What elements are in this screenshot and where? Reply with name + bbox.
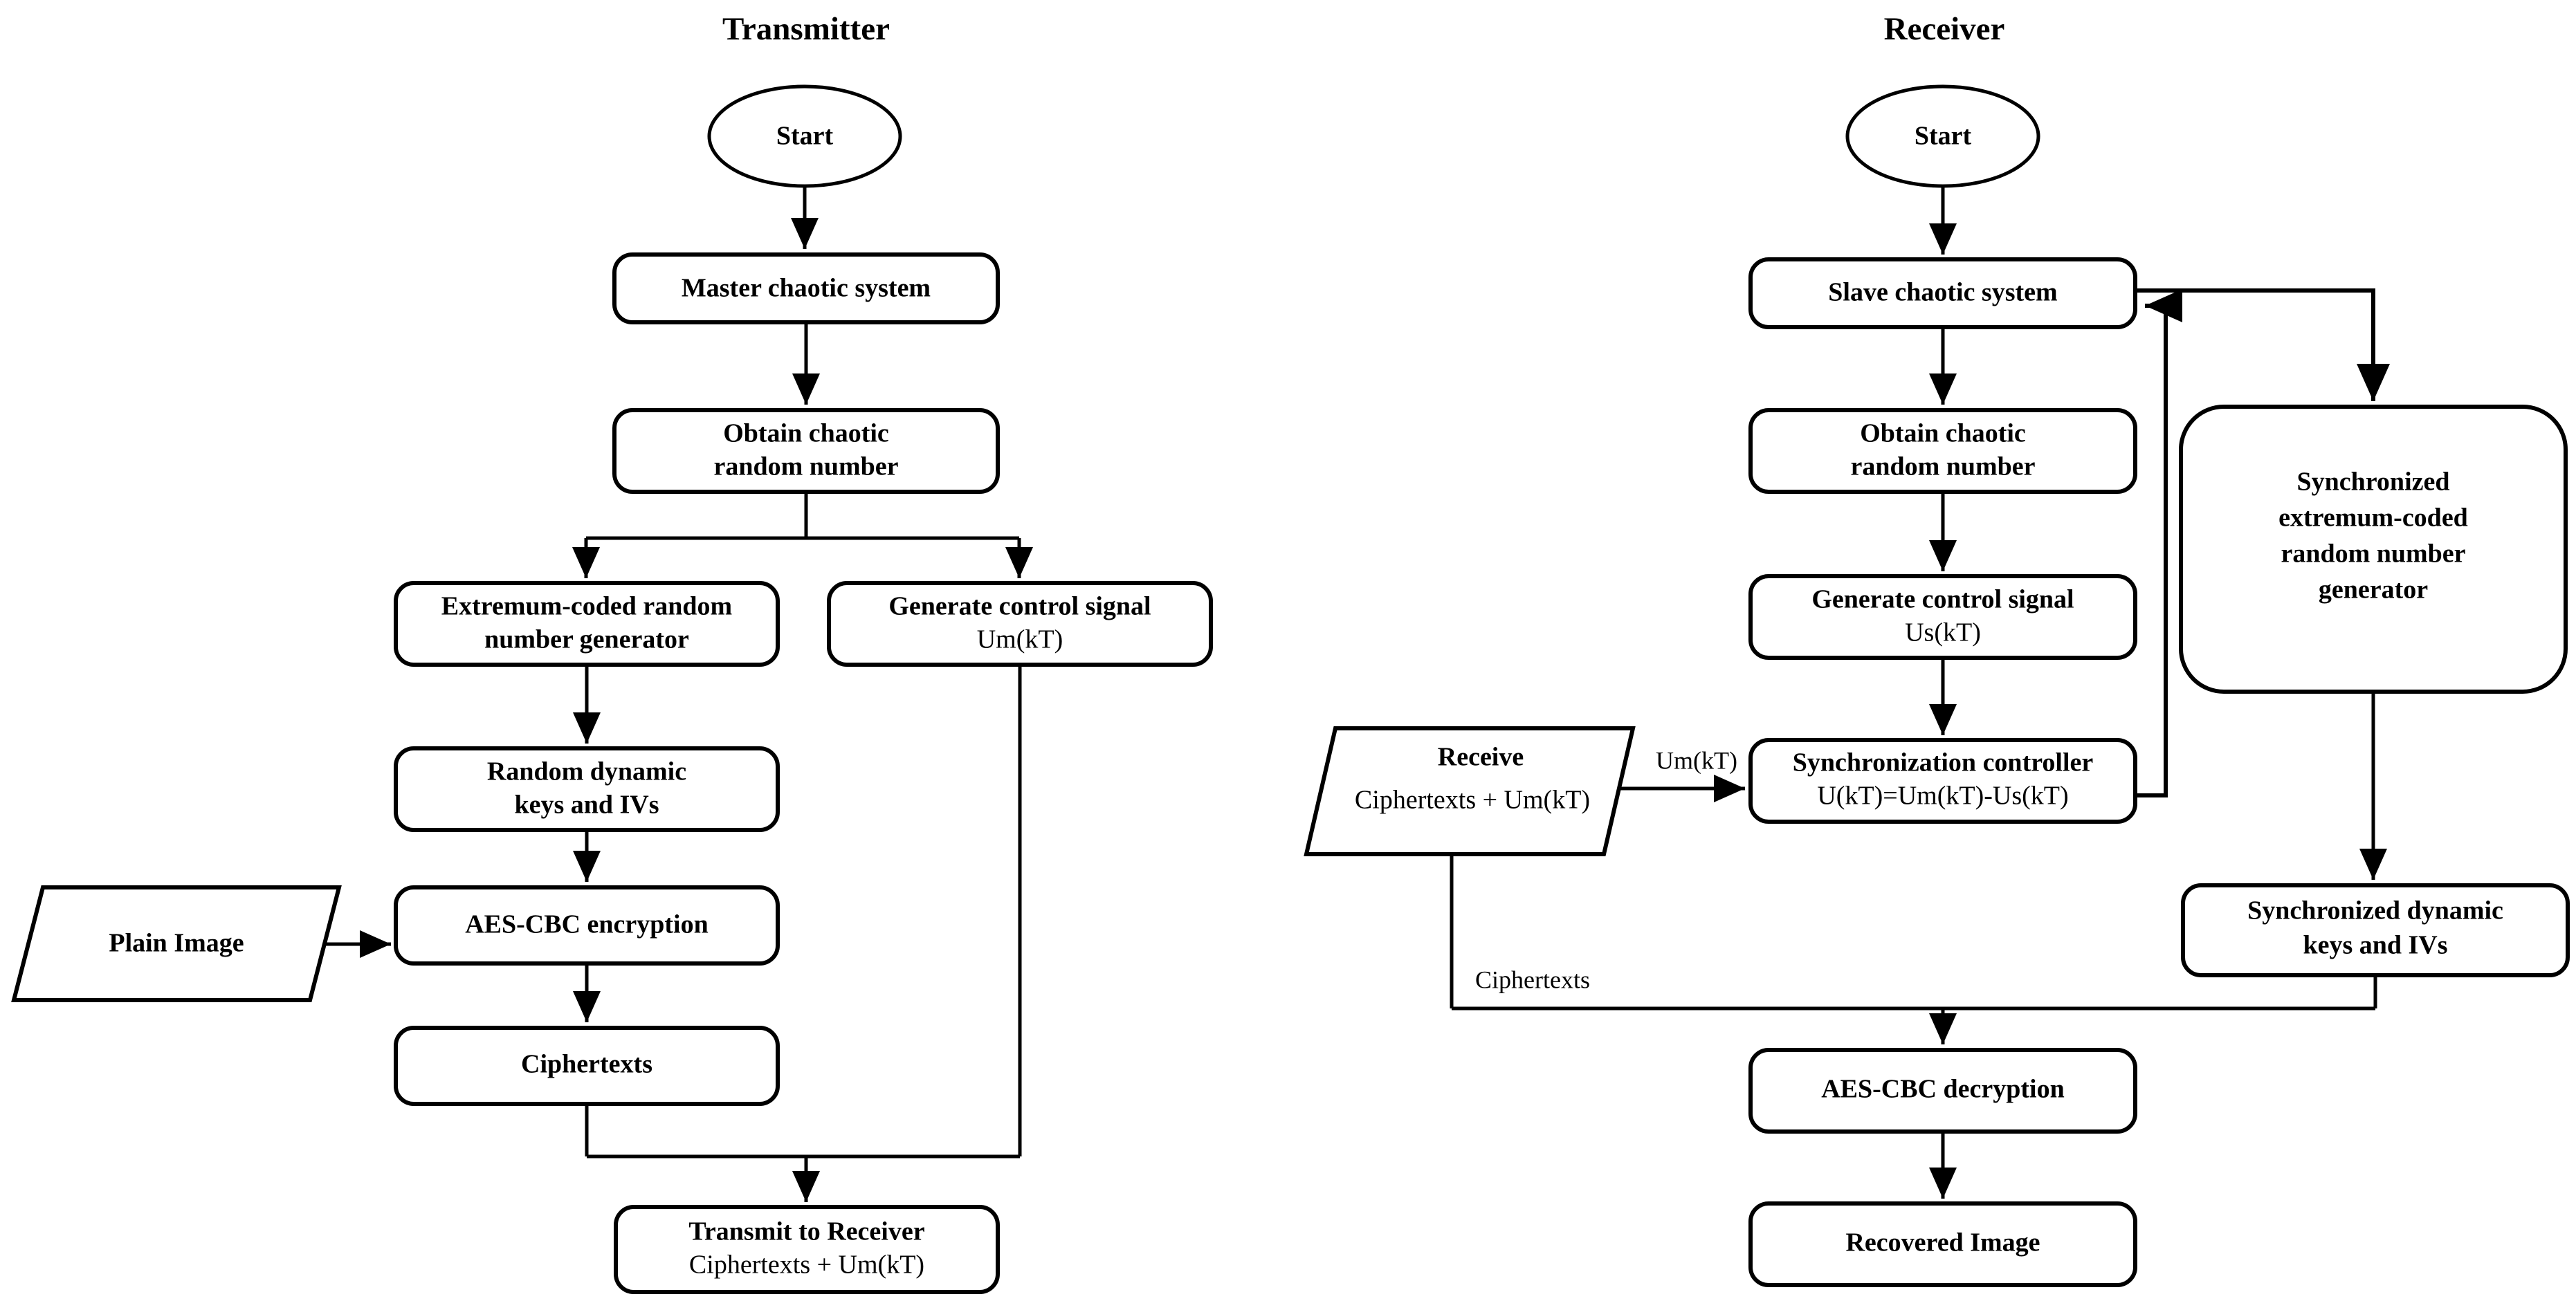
- node-transmit-to-receiver: [614, 1205, 1000, 1294]
- node-obtain-chaotic-tx-line1: Obtain chaotic: [723, 419, 889, 448]
- node-receive-line2: Ciphertexts + Um(kT): [1355, 786, 1590, 815]
- node-control-signal-tx-line1: Generate control signal: [888, 592, 1151, 621]
- node-ciphertexts-tx-label: Ciphertexts: [521, 1050, 652, 1079]
- node-sync-controller-line2: U(kT)=Um(kT)-Us(kT): [1817, 782, 2068, 811]
- node-control-signal-rx-line1: Generate control signal: [1811, 585, 2074, 614]
- node-sync-generator-line4: generator: [2319, 575, 2428, 605]
- node-obtain-chaotic-rx-line2: random number: [1850, 452, 2035, 481]
- node-recovered-image-label: Recovered Image: [1845, 1228, 2040, 1257]
- node-master-chaotic-system-label: Master chaotic system: [682, 274, 931, 303]
- node-recovered-image: [1748, 1201, 2137, 1287]
- edge-label-ciphertexts: Ciphertexts: [1475, 966, 1590, 993]
- node-transmit-to-receiver-line2: Ciphertexts + Um(kT): [689, 1251, 924, 1280]
- transmitter-start-label: Start: [776, 122, 834, 151]
- node-sync-keys-line2: keys and IVs: [2303, 931, 2447, 960]
- node-receive-line1: Receive: [1438, 743, 1524, 772]
- node-plain-image: [11, 885, 342, 1002]
- node-obtain-chaotic-tx-line2: random number: [713, 452, 898, 481]
- node-sync-keys-line1: Synchronized dynamic: [2247, 896, 2503, 925]
- edge-slave-to-sync-generator: [2135, 288, 2390, 401]
- node-aes-cbc-decryption-label: AES-CBC decryption: [1821, 1075, 2065, 1104]
- node-sync-controller-line1: Synchronization controller: [1793, 748, 2094, 777]
- node-sync-generator-line3: random number: [2281, 539, 2465, 569]
- receiver-title: Receiver: [1884, 11, 2005, 47]
- node-random-dynamic-keys-line1: Random dynamic: [487, 757, 686, 786]
- receiver-start-label: Start: [1915, 122, 1972, 151]
- node-control-signal-tx-line2: Um(kT): [977, 625, 1063, 654]
- edge-sync-controller-feedback: [2135, 289, 2182, 797]
- node-extremum-generator-line2: number generator: [484, 625, 689, 654]
- node-transmit-to-receiver-line1: Transmit to Receiver: [688, 1217, 924, 1246]
- node-obtain-chaotic-rx-line1: Obtain chaotic: [1860, 419, 2026, 448]
- node-plain-image-label: Plain Image: [109, 929, 244, 958]
- edge-label-um-kt: Um(kT): [1656, 746, 1737, 774]
- node-sync-generator-line1: Synchronized: [2296, 468, 2449, 497]
- node-extremum-generator-line1: Extremum-coded random: [441, 592, 732, 621]
- node-random-dynamic-keys-line2: keys and IVs: [514, 791, 659, 820]
- transmitter-title: Transmitter: [722, 11, 890, 47]
- node-aes-cbc-encryption-label: AES-CBC encryption: [465, 910, 709, 939]
- node-synchronization-controller: [1748, 738, 2137, 824]
- node-receive-ciphertexts: [1304, 726, 1636, 856]
- node-slave-chaotic-system-label: Slave chaotic system: [1828, 278, 2057, 307]
- node-control-signal-rx-line2: Us(kT): [1905, 618, 1981, 647]
- node-sync-generator-line2: extremum-coded: [2278, 504, 2468, 533]
